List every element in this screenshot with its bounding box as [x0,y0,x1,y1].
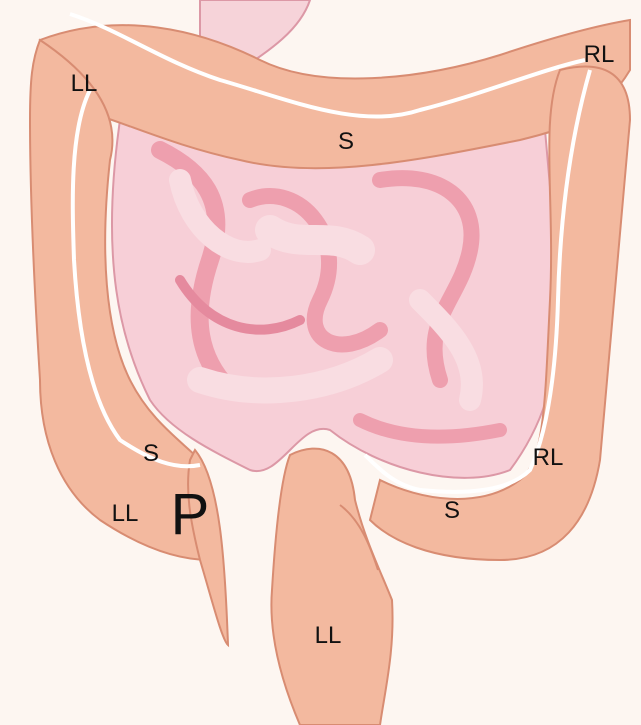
label-s-lower-right: S [444,499,460,523]
label-ll-bottom: LL [315,624,342,648]
label-s-top-center: S [338,130,354,154]
label-rl-upper-right: RL [584,43,615,67]
label-s-lower-left: S [143,442,159,466]
label-ll-lower-left: LL [112,502,139,526]
label-ll-upper-left: LL [71,72,98,96]
label-rl-lower-right: RL [533,446,564,470]
label-p-marker: P [171,486,210,544]
